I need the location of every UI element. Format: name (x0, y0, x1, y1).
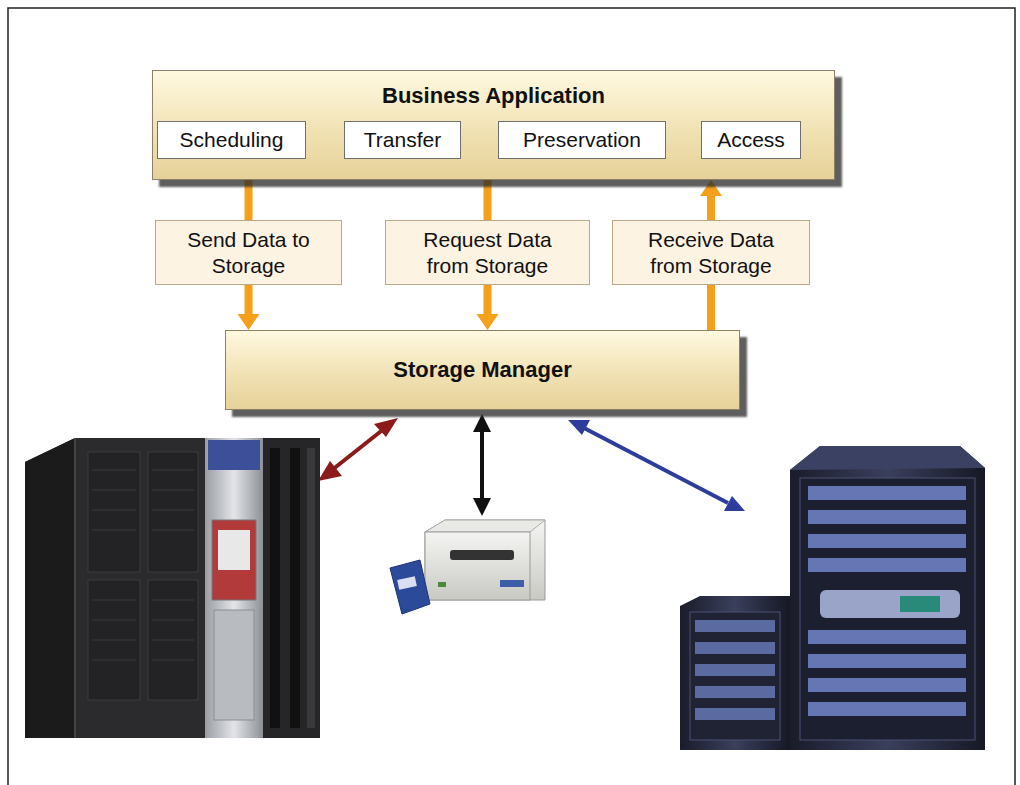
function-box: Scheduling (157, 121, 306, 159)
box-text: Preservation (523, 127, 641, 152)
flow-label-box: Request Data from Storage (385, 220, 590, 285)
box-title: Business Application (153, 71, 834, 109)
box-text: Access (717, 127, 785, 152)
application-box: Business ApplicationScheduling Transfer Pr… (152, 70, 835, 180)
box-text: Scheduling (180, 127, 284, 152)
box-text: Storage Manager (393, 357, 572, 383)
frame-border (8, 8, 1015, 785)
tape-library (25, 438, 320, 738)
device-links (318, 414, 745, 516)
box-text: Send Data to Storage (174, 227, 324, 277)
function-box: Access (701, 121, 801, 159)
box-text: Transfer (364, 127, 441, 152)
tape-drive (390, 520, 545, 614)
flow-arrow (477, 285, 499, 330)
flow-arrow (700, 180, 722, 220)
flow-arrow (487, 180, 488, 220)
flow-label-box: Receive Data from Storage (612, 220, 810, 285)
box-text: Request Data from Storage (413, 227, 563, 277)
flow-arrow (238, 285, 260, 330)
flow-arrow (711, 285, 712, 330)
function-box: Transfer (344, 121, 461, 159)
function-box: Preservation (498, 121, 666, 159)
box-text: Receive Data from Storage (636, 227, 786, 277)
manager-box: Storage Manager (225, 330, 740, 410)
disk-array (680, 446, 985, 750)
flow-arrow (248, 180, 249, 220)
flow-label-box: Send Data to Storage (155, 220, 342, 285)
